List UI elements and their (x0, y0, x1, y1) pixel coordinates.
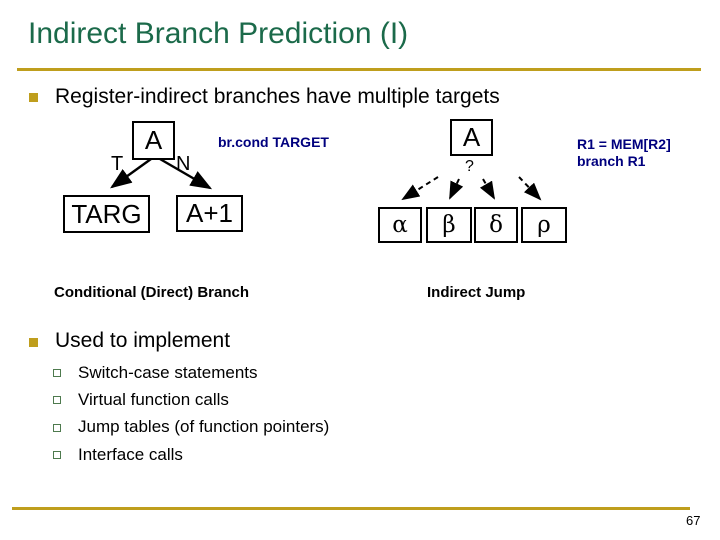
sub-bullet-text: Switch-case statements (78, 363, 258, 382)
bullet-2-text: Used to implement (55, 329, 231, 352)
indirect-instruction-line2: branch R1 (577, 153, 646, 169)
page-number: 67 (686, 513, 701, 528)
sub-bullet-square (53, 396, 61, 404)
direct-branch-instruction: br.cond TARGET (218, 134, 329, 150)
taken-target-block: TARG (63, 195, 150, 233)
indirect-instruction: R1 = MEM[R2] branch R1 (577, 136, 671, 170)
bullet-square (29, 93, 38, 102)
sub-bullet-square (53, 369, 61, 377)
taken-edge-label: T (111, 153, 124, 175)
bullet-1-text: Register-indirect branches have multiple… (55, 85, 500, 108)
unknown-target-label: ? (465, 158, 474, 175)
sub-bullet-text: Interface calls (78, 445, 183, 464)
footer-rule (12, 507, 690, 510)
target-block-delta: δ (474, 207, 518, 243)
indirect-arrow-2 (449, 178, 464, 200)
indirect-jump-caption: Indirect Jump (427, 284, 526, 301)
indirect-arrow-1 (401, 176, 439, 201)
indirect-arrow-4 (518, 176, 542, 201)
sub-bullet-text: Jump tables (of function pointers) (78, 417, 330, 436)
sub-bullet-text: Virtual function calls (78, 390, 229, 409)
indirect-entry-block: A (450, 119, 493, 156)
sub-bullet-square (53, 424, 61, 432)
direct-entry-block: A (132, 121, 175, 160)
sub-bullet-square (53, 451, 61, 459)
indirect-instruction-line1: R1 = MEM[R2] (577, 136, 671, 152)
indirect-arrow-3 (479, 178, 496, 200)
target-block-rho: ρ (521, 207, 567, 243)
title-underline (17, 68, 701, 71)
fallthrough-block: A+1 (176, 195, 243, 232)
not-taken-edge-label: N (176, 153, 191, 175)
bullet-square (29, 338, 38, 347)
direct-branch-caption: Conditional (Direct) Branch (54, 284, 250, 301)
target-block-beta: β (426, 207, 472, 243)
target-block-alpha: α (378, 207, 422, 243)
slide-title: Indirect Branch Prediction (I) (28, 17, 409, 50)
